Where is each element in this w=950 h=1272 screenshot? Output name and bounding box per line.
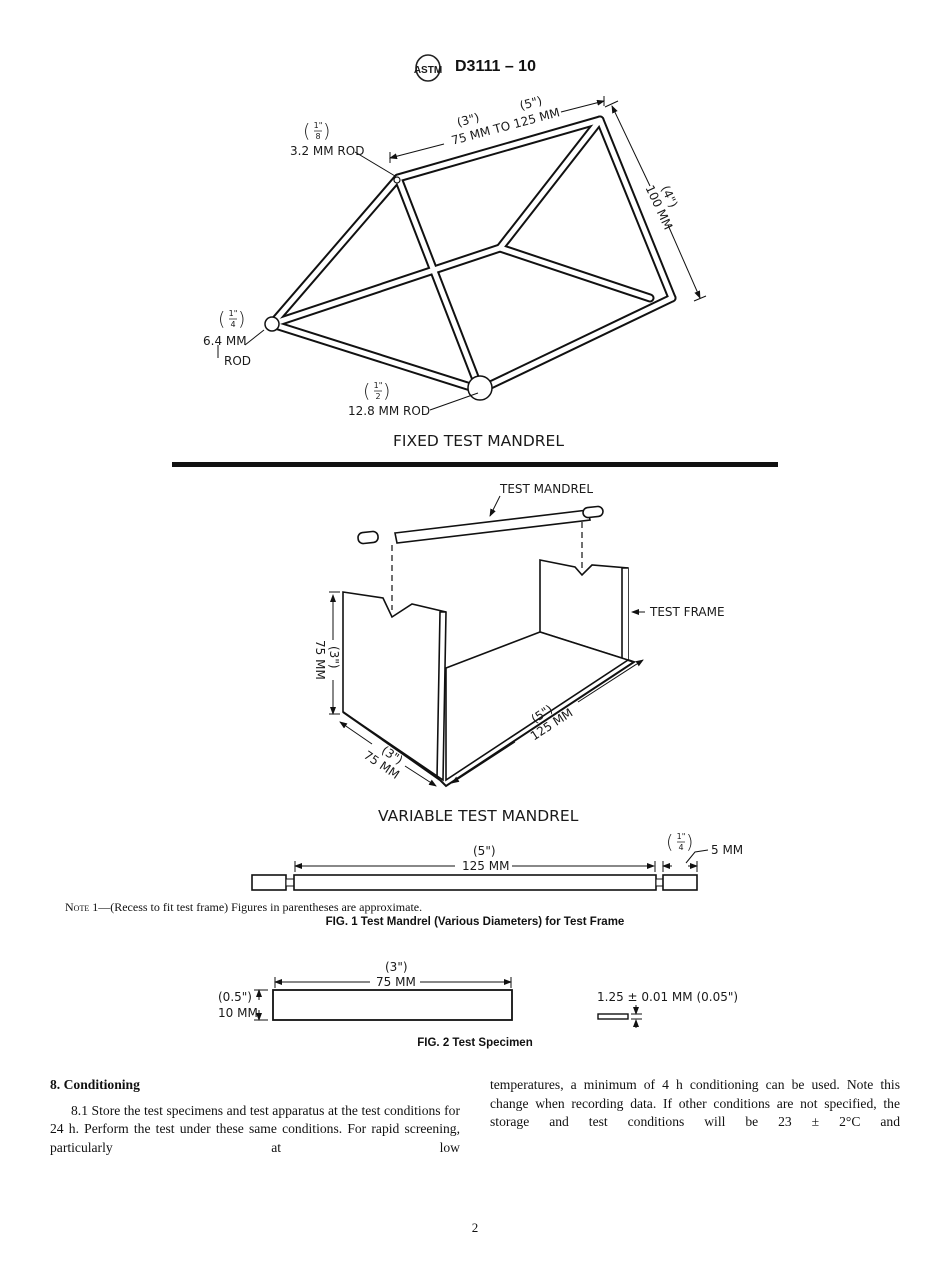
specimen-length-mm: 75 MM xyxy=(376,975,416,989)
detail-end-fraction-num: 1" xyxy=(677,832,686,841)
variable-mandrel-title: VARIABLE TEST MANDREL xyxy=(378,807,579,825)
detail-end-mm: 5 MM xyxy=(711,843,743,857)
variable-height-inch: (3") xyxy=(327,646,341,669)
variable-test-mandrel-drawing xyxy=(342,495,637,788)
rod-small-fraction-den: 8 xyxy=(315,132,320,141)
rod-medium-label-2: ROD xyxy=(224,354,251,368)
test-frame-label: TEST FRAME xyxy=(649,605,725,619)
rod-small-label: 3.2 MM ROD xyxy=(290,144,364,158)
astm-logo: ASTM xyxy=(414,54,442,82)
note-label: Note 1 xyxy=(65,900,99,914)
specimen-length-inch: (3") xyxy=(385,960,408,974)
specimen-width-mm: 10 MM xyxy=(218,1006,258,1020)
rod-medium-label: 6.4 MM xyxy=(203,334,247,348)
fixed-mandrel-title: FIXED TEST MANDREL xyxy=(393,432,564,450)
paren-left: ( xyxy=(218,308,225,330)
paren-left: ( xyxy=(363,380,370,402)
page-number: 2 xyxy=(471,1220,479,1235)
rod-medium-fraction-num: 1" xyxy=(229,309,238,318)
left-column: 8. Conditioning 8.1 Store the test speci… xyxy=(50,1076,460,1157)
paragraph-8-1-continued: temperatures, a minimum of 4 h condition… xyxy=(490,1077,900,1130)
variable-height-mm: 75 MM xyxy=(313,640,327,680)
paren-left: ( xyxy=(303,120,310,142)
section-heading: 8. Conditioning xyxy=(50,1077,140,1092)
paren-left: ( xyxy=(666,831,673,853)
paren-right: ) xyxy=(383,380,390,402)
paren-right: ) xyxy=(686,831,693,853)
rod-large-fraction-num: 1" xyxy=(374,381,383,390)
document-designation: D3111 – 10 xyxy=(455,58,536,75)
rod-medium-fraction-den: 4 xyxy=(230,320,235,329)
detail-length-inch: (5") xyxy=(473,844,496,858)
rod-small-fraction-num: 1" xyxy=(314,121,323,130)
right-column: temperatures, a minimum of 4 h condition… xyxy=(490,1076,900,1132)
specimen-thickness: 1.25 ± 0.01 MM (0.05") xyxy=(597,990,738,1004)
fixed-dimension-lines xyxy=(217,96,707,411)
paren-right: ) xyxy=(238,308,245,330)
figure-drawings: ( 1" 8 ) 3.2 MM ROD (3") 75 MM TO 125 MM… xyxy=(172,93,778,1028)
test-mandrel-label: TEST MANDREL xyxy=(499,482,593,496)
figure-note: Note 1—(Recess to fit test frame) Figure… xyxy=(65,900,422,915)
specimen-width-inch: (0.5") xyxy=(218,990,252,1004)
fig1-caption: FIG. 1 Test Mandrel (Various Diameters) … xyxy=(325,916,625,928)
paren-right: ) xyxy=(323,120,330,142)
fixed-length-inch-a: (3") xyxy=(455,110,480,129)
mandrel-detail-drawing xyxy=(251,874,698,891)
detail-end-fraction-den: 4 xyxy=(678,843,683,852)
detail-length-mm: 125 MM xyxy=(462,859,509,873)
svg-text:ASTM: ASTM xyxy=(414,65,442,76)
fixed-test-mandrel-drawing xyxy=(264,115,677,401)
fig2-caption: FIG. 2 Test Specimen xyxy=(417,1037,533,1049)
rod-large-label: 12.8 MM ROD xyxy=(348,404,430,418)
divider-rule xyxy=(172,462,778,467)
test-specimen-drawing xyxy=(272,989,629,1021)
variable-dimension-lines xyxy=(329,591,645,787)
paragraph-8-1: 8.1 Store the test specimens and test ap… xyxy=(50,1102,460,1155)
fixed-length-inch-b: (5") xyxy=(518,93,543,112)
note-text: —(Recess to fit test frame) Figures in p… xyxy=(98,900,423,914)
rod-large-fraction-den: 2 xyxy=(375,392,380,401)
